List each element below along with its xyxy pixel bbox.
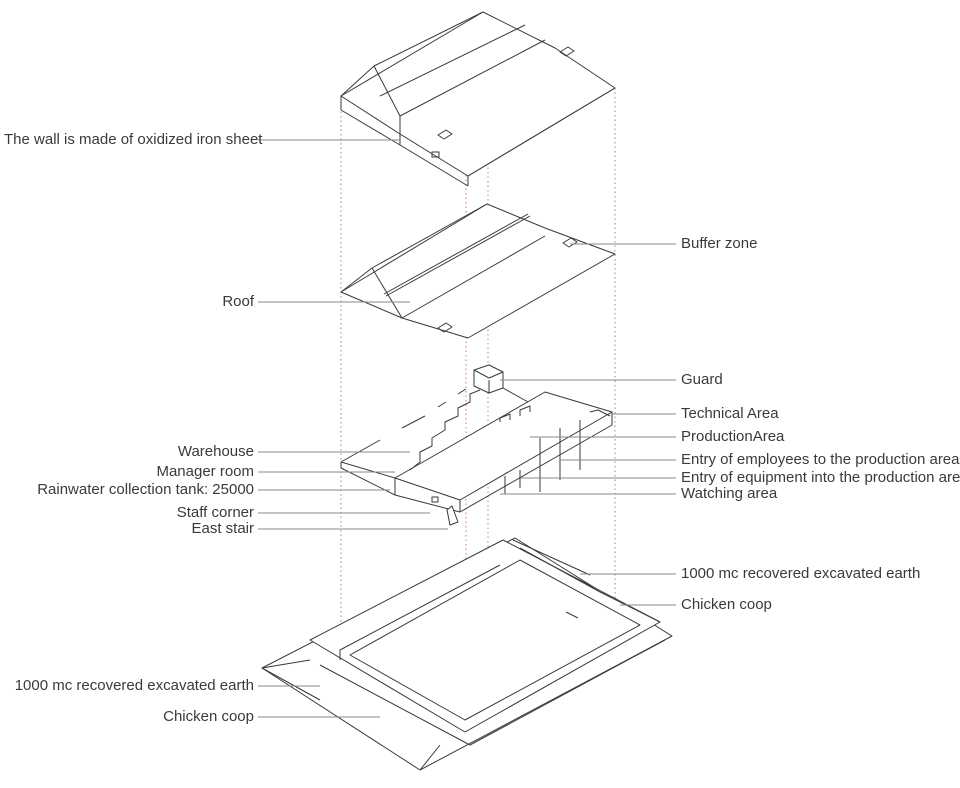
label-excavated-earth-left: 1000 mc recovered excavated earth	[14, 677, 254, 694]
ground-landscape	[261, 537, 673, 771]
wall-shell	[340, 11, 616, 187]
roof	[340, 203, 616, 339]
label-production-area: ProductionArea	[681, 428, 785, 445]
label-excavated-earth-right: 1000 mc recovered excavated earth	[681, 565, 921, 582]
label-guard: Guard	[681, 371, 723, 388]
label-warehouse: Warehouse	[177, 443, 254, 460]
label-chicken-coop-left: Chicken coop	[163, 708, 254, 725]
label-manager-room: Manager room	[156, 463, 254, 480]
label-rainwater-tank: Rainwater collection tank: 25000	[37, 481, 254, 498]
leader-lines	[258, 139, 676, 718]
label-chicken-coop-right: Chicken coop	[681, 596, 772, 613]
label-staff-corner: Staff corner	[176, 504, 254, 521]
label-watching-area: Watching area	[681, 485, 778, 502]
label-east-stair: East stair	[191, 520, 254, 537]
label-technical-area: Technical Area	[681, 405, 779, 422]
label-equipment-entry: Entry of equipment into the production a…	[681, 469, 960, 486]
label-wall-material: The wall is made of oxidized iron sheet	[4, 131, 263, 148]
floor-plan	[340, 364, 613, 526]
label-roof: Roof	[222, 293, 254, 310]
label-employee-entry: Entry of employees to the production are…	[681, 451, 960, 468]
label-buffer-zone: Buffer zone	[681, 235, 758, 252]
